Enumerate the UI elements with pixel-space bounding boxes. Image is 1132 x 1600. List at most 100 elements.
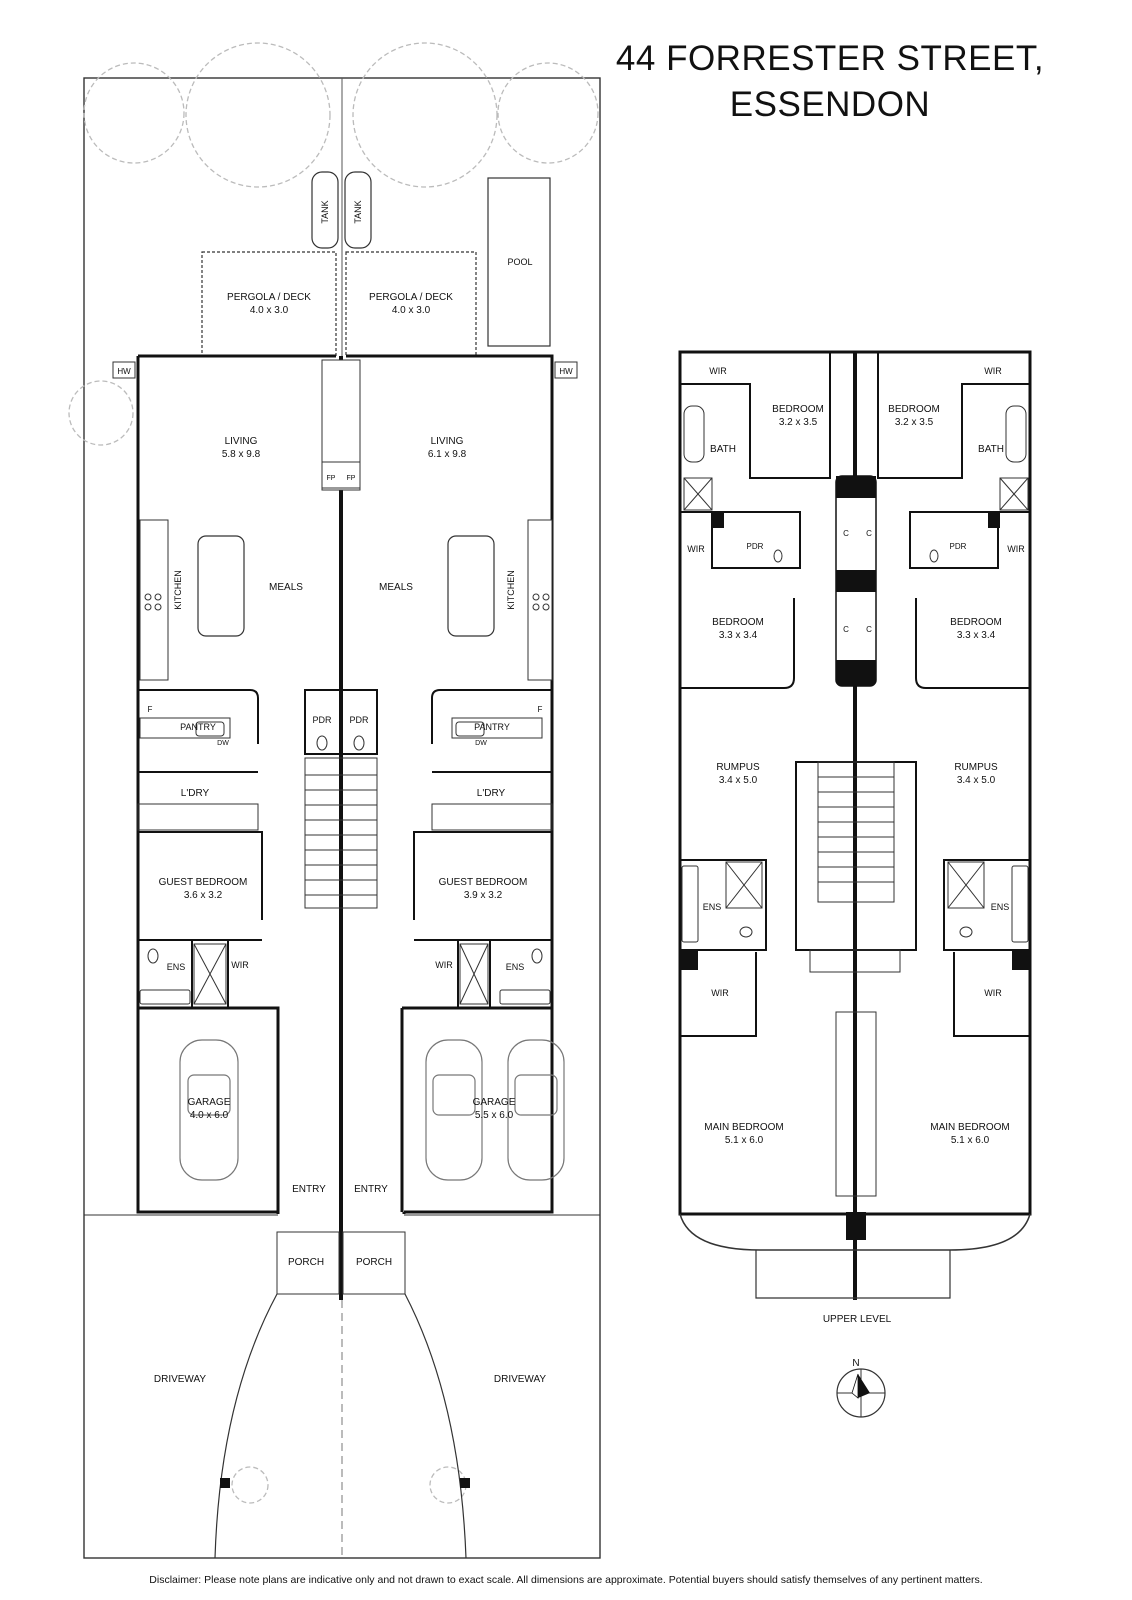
main-right-name: MAIN BEDROOM [930,1122,1009,1133]
pantry-label-1: PANTRY [180,722,216,732]
pdr-label-2: PDR [349,715,369,725]
driveway-label-2: DRIVEWAY [494,1374,547,1385]
kitchen-island-left [197,535,245,637]
plan-title: 44 FORRESTER STREET, ESSENDON [560,36,1100,128]
pool-label: POOL [507,257,532,267]
upper-wir-top-2: WIR [984,366,1002,376]
rumpus-right-name: RUMPUS [954,762,998,773]
main-left-size: 5.1 x 6.0 [725,1135,764,1146]
balcony [679,1213,1031,1251]
entry-label-2: ENTRY [354,1184,388,1195]
upper-wir-mid-1: WIR [687,544,705,554]
wir-label-1: WIR [231,960,249,970]
dw-label-1: DW [217,740,229,747]
bedroom-top-left-size: 3.2 x 3.5 [779,417,818,428]
pergola-deck-left [201,251,337,357]
driveway-curve [214,1293,467,1559]
hw-label-2: HW [559,367,573,376]
car-icon [179,1039,565,1181]
pool [487,177,551,347]
porch-left [276,1231,340,1295]
guest-left-size: 3.6 x 3.2 [184,890,223,901]
entry-label-1: ENTRY [292,1184,326,1195]
c-label-4: C [866,625,872,634]
kitchen-label-1: KITCHEN [173,570,183,610]
main-right-size: 5.1 x 6.0 [951,1135,990,1146]
compass-north: N [852,1358,859,1369]
fp-label-1: FP [327,475,336,482]
hw-label-1: HW [117,367,131,376]
title-line-2: ESSENDON [729,85,931,124]
kitchen-island-right [447,535,495,637]
garage-right-name: GARAGE [473,1097,516,1108]
rumpus-left-size: 3.4 x 5.0 [719,775,758,786]
meals-label-1: MEALS [269,582,303,593]
bedroom-mid-right-size: 3.3 x 3.4 [957,630,996,641]
upper-wir-top-1: WIR [709,366,727,376]
ground-floor: TANK TANK POOL PERGOLA / DECK 4.0 x 3.0 … [68,42,601,1559]
pergola-left-size: 4.0 x 3.0 [250,305,289,316]
bath-label-1: BATH [710,444,736,455]
garage-left-size: 4.0 x 6.0 [190,1110,229,1121]
c-label-3: C [843,625,849,634]
ldry-label-1: L'DRY [181,788,210,799]
dw-label-2: DW [475,740,487,747]
upper-pdr-2: PDR [950,542,967,551]
upper-wir-low-1: WIR [711,988,729,998]
c-label-1: C [843,529,849,538]
wir-label-2: WIR [435,960,453,970]
guest-right-size: 3.9 x 3.2 [464,890,503,901]
rumpus-left-name: RUMPUS [716,762,760,773]
disclaimer: Disclaimer: Please note plans are indica… [149,1574,983,1586]
water-tanks [311,171,372,249]
upper-level-label: UPPER LEVEL [823,1314,892,1325]
porch-label-1: PORCH [288,1257,324,1268]
upper-wir-low-2: WIR [984,988,1002,998]
upper-ens-2: ENS [991,902,1010,912]
kitchen-label-2: KITCHEN [506,570,516,610]
guest-left-name: GUEST BEDROOM [159,877,248,888]
ground-stairs [304,757,378,909]
porch-right [342,1231,406,1295]
ens-label-1: ENS [167,962,186,972]
living-left-name: LIVING [225,436,258,447]
upper-floor: WIR WIR BEDROOM 3.2 x 3.5 BEDROOM 3.2 x … [678,350,1032,1418]
c-label-2: C [866,529,872,538]
living-right-size: 6.1 x 9.8 [428,449,467,460]
pergola-right-size: 4.0 x 3.0 [392,305,431,316]
rumpus-right-size: 3.4 x 5.0 [957,775,996,786]
living-left-size: 5.8 x 9.8 [222,449,261,460]
ground-walls [136,354,554,1214]
main-left-name: MAIN BEDROOM [704,1122,783,1133]
bedroom-mid-right-name: BEDROOM [950,617,1002,628]
pantry-label-2: PANTRY [474,722,510,732]
compass-icon [836,1368,886,1418]
fp-label-2: FP [347,475,356,482]
bedroom-top-right-name: BEDROOM [888,404,940,415]
pergola-deck-right [345,251,477,357]
living-right-name: LIVING [431,436,464,447]
meals-label-2: MEALS [379,582,413,593]
pergola-right-name: PERGOLA / DECK [369,292,453,303]
upper-ens-1: ENS [703,902,722,912]
pergola-left-name: PERGOLA / DECK [227,292,311,303]
upper-wir-mid-2: WIR [1007,544,1025,554]
bedroom-top-left-name: BEDROOM [772,404,824,415]
fridge-label-1: F [148,705,153,714]
bedroom-mid-left-name: BEDROOM [712,617,764,628]
bath-label-2: BATH [978,444,1004,455]
ens-label-2: ENS [506,962,525,972]
garage-right-size: 5.5 x 6.0 [475,1110,514,1121]
bedroom-top-right-size: 3.2 x 3.5 [895,417,934,428]
tank-label-2: TANK [353,200,363,223]
bedroom-mid-left-size: 3.3 x 3.4 [719,630,758,641]
title-line-1: 44 FORRESTER STREET, [615,39,1045,78]
tank-label-1: TANK [320,200,330,223]
pdr-label-1: PDR [312,715,332,725]
guest-right-name: GUEST BEDROOM [439,877,528,888]
porch-label-2: PORCH [356,1257,392,1268]
upper-pdr-1: PDR [747,542,764,551]
driveway-label-1: DRIVEWAY [154,1374,207,1385]
ldry-label-2: L'DRY [477,788,506,799]
